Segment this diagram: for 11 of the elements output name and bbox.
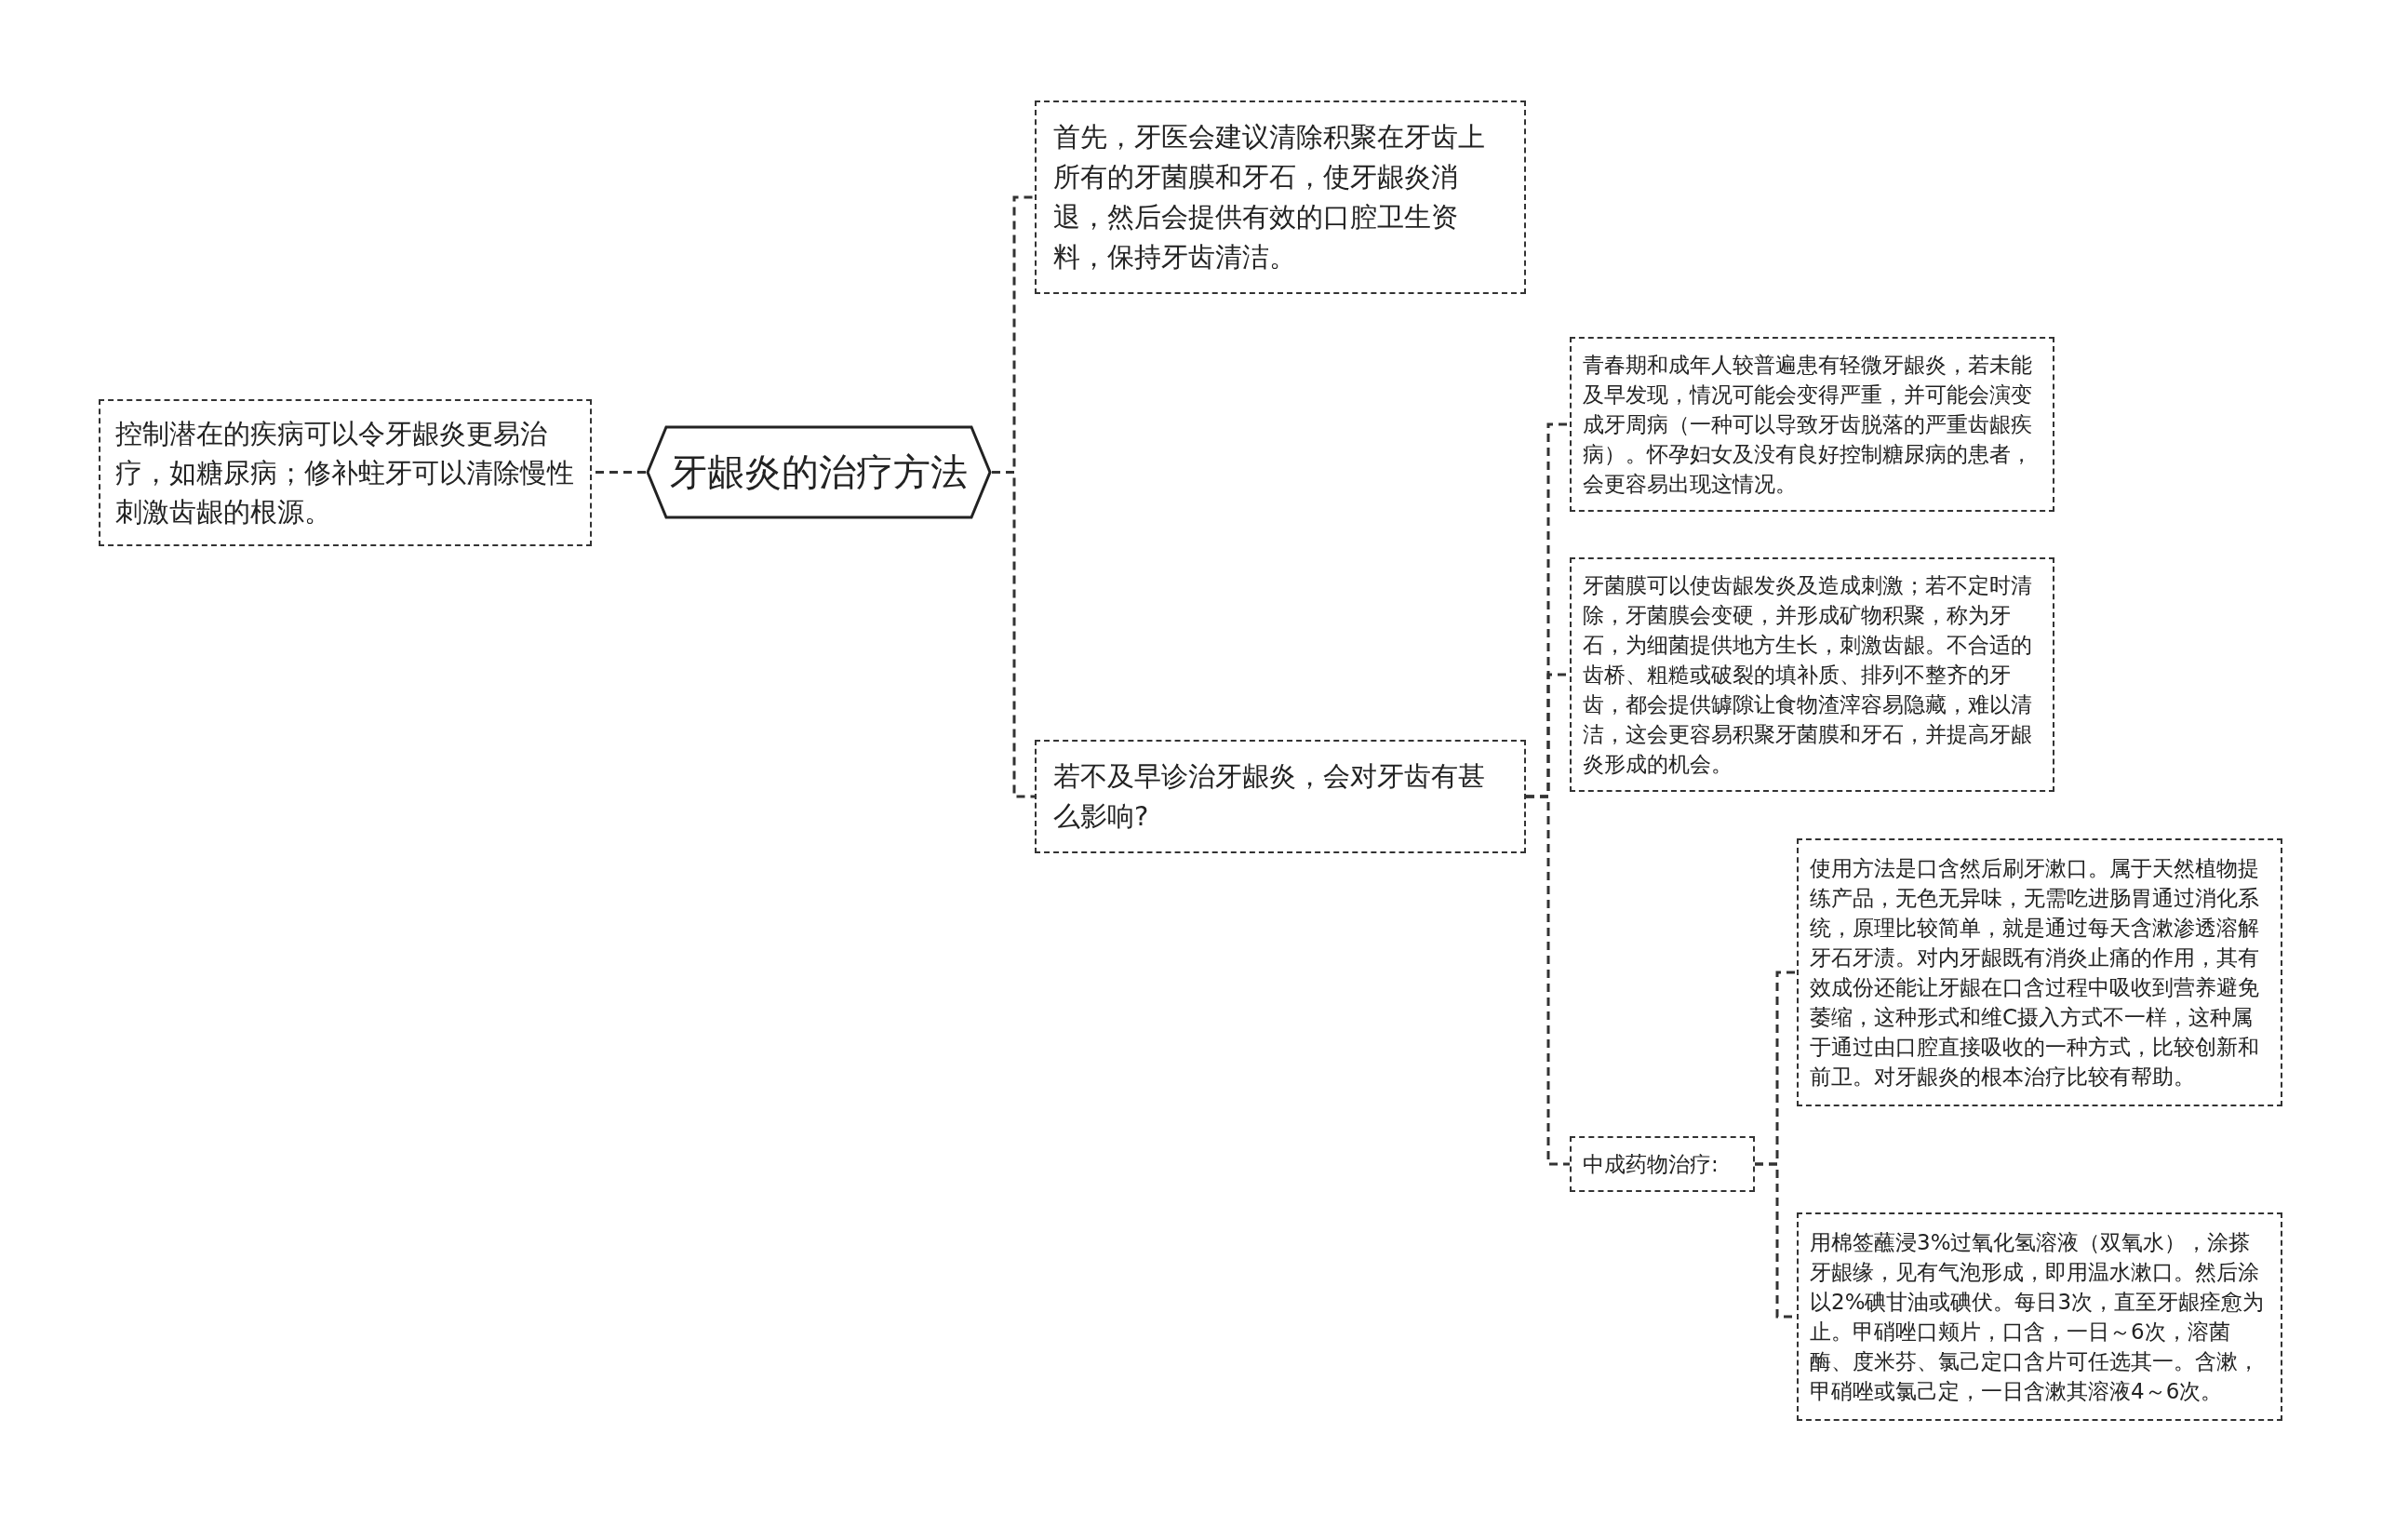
text-box: 首先，牙医会建议清除积聚在牙齿上所有的牙菌膜和牙石，使牙龈炎消退，然后会提供有效的口腔卫生资料，保持牙齿清洁。 bbox=[1035, 100, 1526, 294]
text-box: 青春期和成年人较普遍患有轻微牙龈炎，若未能及早发现，情况可能会变得严重，并可能会演变成牙周病（一种可以导致牙齿脱落的严重齿龈疾病）。怀孕妇女及没有良好控制糖尿病的患者，会更容易出现这情况。 bbox=[1570, 337, 2054, 512]
text-box: 使用方法是口含然后刷牙漱口。属于天然植物提练产品，无色无异味，无需吃进肠胃通过消化系统，原理比较简单，就是通过每天含漱渗透溶解牙石牙渍。对内牙龈既有消炎止痛的作用，其有效成份还能让牙龈在口含过程中吸收到营养避免萎缩，这种形式和维C摄入方式不一样，这种属于通过由口腔直接吸收的一种方式，比较创新和前卫。对牙龈炎的根本治疗比较有帮助。 bbox=[1797, 838, 2282, 1106]
connector-line bbox=[1526, 795, 1570, 1166]
text-box: 控制潜在的疾病可以令牙龈炎更易治疗，如糖尿病；修补蛀牙可以清除慢性刺激齿龈的根源。 bbox=[99, 399, 592, 546]
connector-line bbox=[992, 471, 1035, 798]
text-box: 用棉签蘸浸3%过氧化氢溶液（双氧水），涂搽牙龈缘，见有气泡形成，即用温水漱口。然后涂以2%碘甘油或碘伏。每日3次，直至牙龈痊愈为止。甲硝唑口颊片，口含，一日～6次，溶菌酶、度米芬、氯己定口含片可任选其一。含漱，甲硝唑或氯己定，一日含漱其溶液4～6次。 bbox=[1797, 1212, 2282, 1421]
text-box: 中成药物治疗: bbox=[1570, 1136, 1755, 1192]
hexagon-node: 牙龈炎的治疗方法 bbox=[646, 425, 992, 519]
text-box: 若不及早诊治牙龈炎，会对牙齿有甚么影响? bbox=[1035, 740, 1526, 853]
text-box: 牙菌膜可以使齿龈发炎及造成刺激；若不定时清除，牙菌膜会变硬，并形成矿物积聚，称为牙石，为细菌提供地方生长，刺激齿龈。不合适的齿桥、粗糙或破裂的填补质、排列不整齐的牙齿，都会提供罅隙让食物渣滓容易隐藏，难以清洁，这会更容易积聚牙菌膜和牙石，并提高牙龈炎形成的机会。 bbox=[1570, 557, 2054, 792]
